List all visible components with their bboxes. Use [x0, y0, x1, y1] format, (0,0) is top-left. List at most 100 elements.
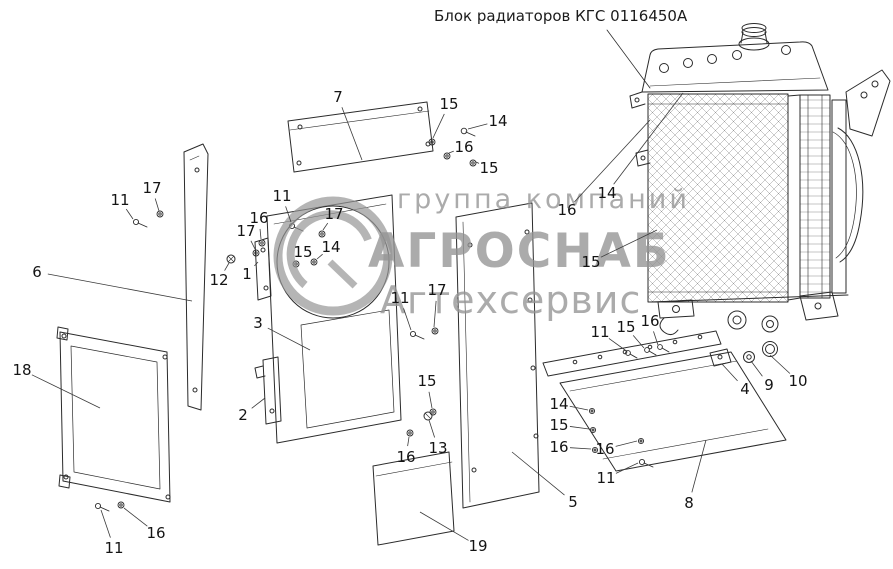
callout-label: 15 — [439, 95, 458, 113]
callout-leader — [100, 509, 111, 538]
callout-leader — [433, 300, 437, 328]
callout-leader — [428, 391, 433, 409]
callout-leader — [750, 360, 763, 377]
callout-leader — [608, 338, 626, 351]
callout-leader — [511, 451, 565, 496]
callout-leader — [125, 208, 134, 220]
callout-leader — [574, 119, 651, 203]
title-leader — [606, 29, 651, 89]
panel-7 — [287, 101, 434, 173]
callout-label: 18 — [12, 361, 31, 379]
bracket-4 — [709, 348, 732, 367]
callout-leader — [653, 331, 659, 346]
washer-9 — [743, 351, 755, 363]
callout-label: 11 — [272, 187, 291, 205]
callout-label: 15 — [581, 253, 600, 271]
callout-leader — [613, 92, 684, 185]
callout-leader — [419, 511, 469, 541]
callout-label: 7 — [333, 88, 343, 106]
callout-leader — [224, 262, 230, 271]
callout-label: 19 — [468, 537, 487, 555]
panel-5 — [455, 202, 540, 509]
callout-label: 12 — [209, 271, 228, 289]
bolt-12 — [226, 254, 236, 264]
radiator-assembly — [629, 23, 891, 336]
callout-label: 11 — [390, 289, 409, 307]
callout-leader — [123, 507, 148, 527]
callout-leader — [600, 229, 658, 258]
callout-leader — [341, 107, 363, 161]
callout-leader — [569, 405, 589, 411]
callout-label: 14 — [321, 238, 340, 256]
callout-leader — [322, 222, 329, 231]
bolt-13 — [423, 411, 433, 421]
callout-leader — [467, 123, 488, 130]
callout-label: 9 — [764, 376, 774, 394]
callout-label: 15 — [616, 318, 635, 336]
callout-label: 5 — [568, 493, 578, 511]
callout-label: 4 — [740, 380, 750, 398]
callout-label: 11 — [596, 469, 615, 487]
callout-leader — [721, 363, 738, 382]
callout-leader — [448, 150, 454, 154]
callout-label: 11 — [104, 539, 123, 557]
callout-label: 16 — [454, 138, 473, 156]
callout-leader — [259, 228, 262, 240]
callout-leader — [632, 335, 645, 349]
callout-leader — [31, 374, 101, 409]
callout-label: 17 — [427, 281, 446, 299]
callout-label: 2 — [238, 406, 248, 424]
callout-label: 15 — [549, 416, 568, 434]
callout-leader — [250, 240, 256, 250]
callout-label: 11 — [110, 191, 129, 209]
callout-leader — [569, 426, 590, 430]
callout-label: 8 — [684, 494, 694, 512]
callout-leader — [47, 273, 193, 302]
callout-label: 16 — [595, 440, 614, 458]
callout-leader — [403, 308, 412, 331]
callout-label: 16 — [396, 448, 415, 466]
bracket-2 — [254, 356, 282, 425]
panel-19 — [372, 451, 455, 546]
callout-leader — [432, 113, 445, 139]
callout-leader — [769, 354, 791, 374]
ring-10 — [762, 341, 778, 357]
callout-label: 14 — [488, 112, 507, 130]
callout-label: 14 — [597, 184, 616, 202]
callout-label: 17 — [324, 205, 343, 223]
callout-leader — [285, 206, 292, 223]
callout-label: 16 — [146, 524, 165, 542]
callout-label: 3 — [253, 314, 263, 332]
plate-8 — [542, 330, 787, 472]
callout-leader — [615, 440, 638, 447]
callout-label: 15 — [479, 159, 498, 177]
callout-leader — [691, 439, 707, 493]
callout-label: 16 — [640, 312, 659, 330]
callout-label: 16 — [549, 438, 568, 456]
callout-label: 11 — [590, 323, 609, 341]
callout-leader — [569, 447, 592, 450]
callout-label: 6 — [32, 263, 42, 281]
callout-leader — [475, 161, 480, 164]
page-title: Блок радиаторов КГС 0116450А — [434, 7, 688, 25]
callout-label: 13 — [428, 439, 447, 457]
callout-label: 16 — [249, 209, 268, 227]
callout-label: 15 — [417, 372, 436, 390]
callout-leader — [428, 419, 436, 438]
callout-label: 15 — [293, 243, 312, 261]
strip-6 — [183, 143, 209, 411]
callout-leader — [254, 261, 259, 267]
callout-leader — [316, 253, 323, 260]
callout-leader — [407, 436, 410, 447]
callout-label: 16 — [557, 201, 576, 219]
callout-label: 14 — [549, 395, 568, 413]
callout-leader — [251, 397, 266, 409]
callout-label: 17 — [142, 179, 161, 197]
callout-leader — [615, 462, 639, 474]
callout-leader — [154, 198, 160, 212]
callout-label: 1 — [242, 265, 252, 283]
callout-leader — [267, 327, 311, 351]
callout-label: 17 — [236, 222, 255, 240]
